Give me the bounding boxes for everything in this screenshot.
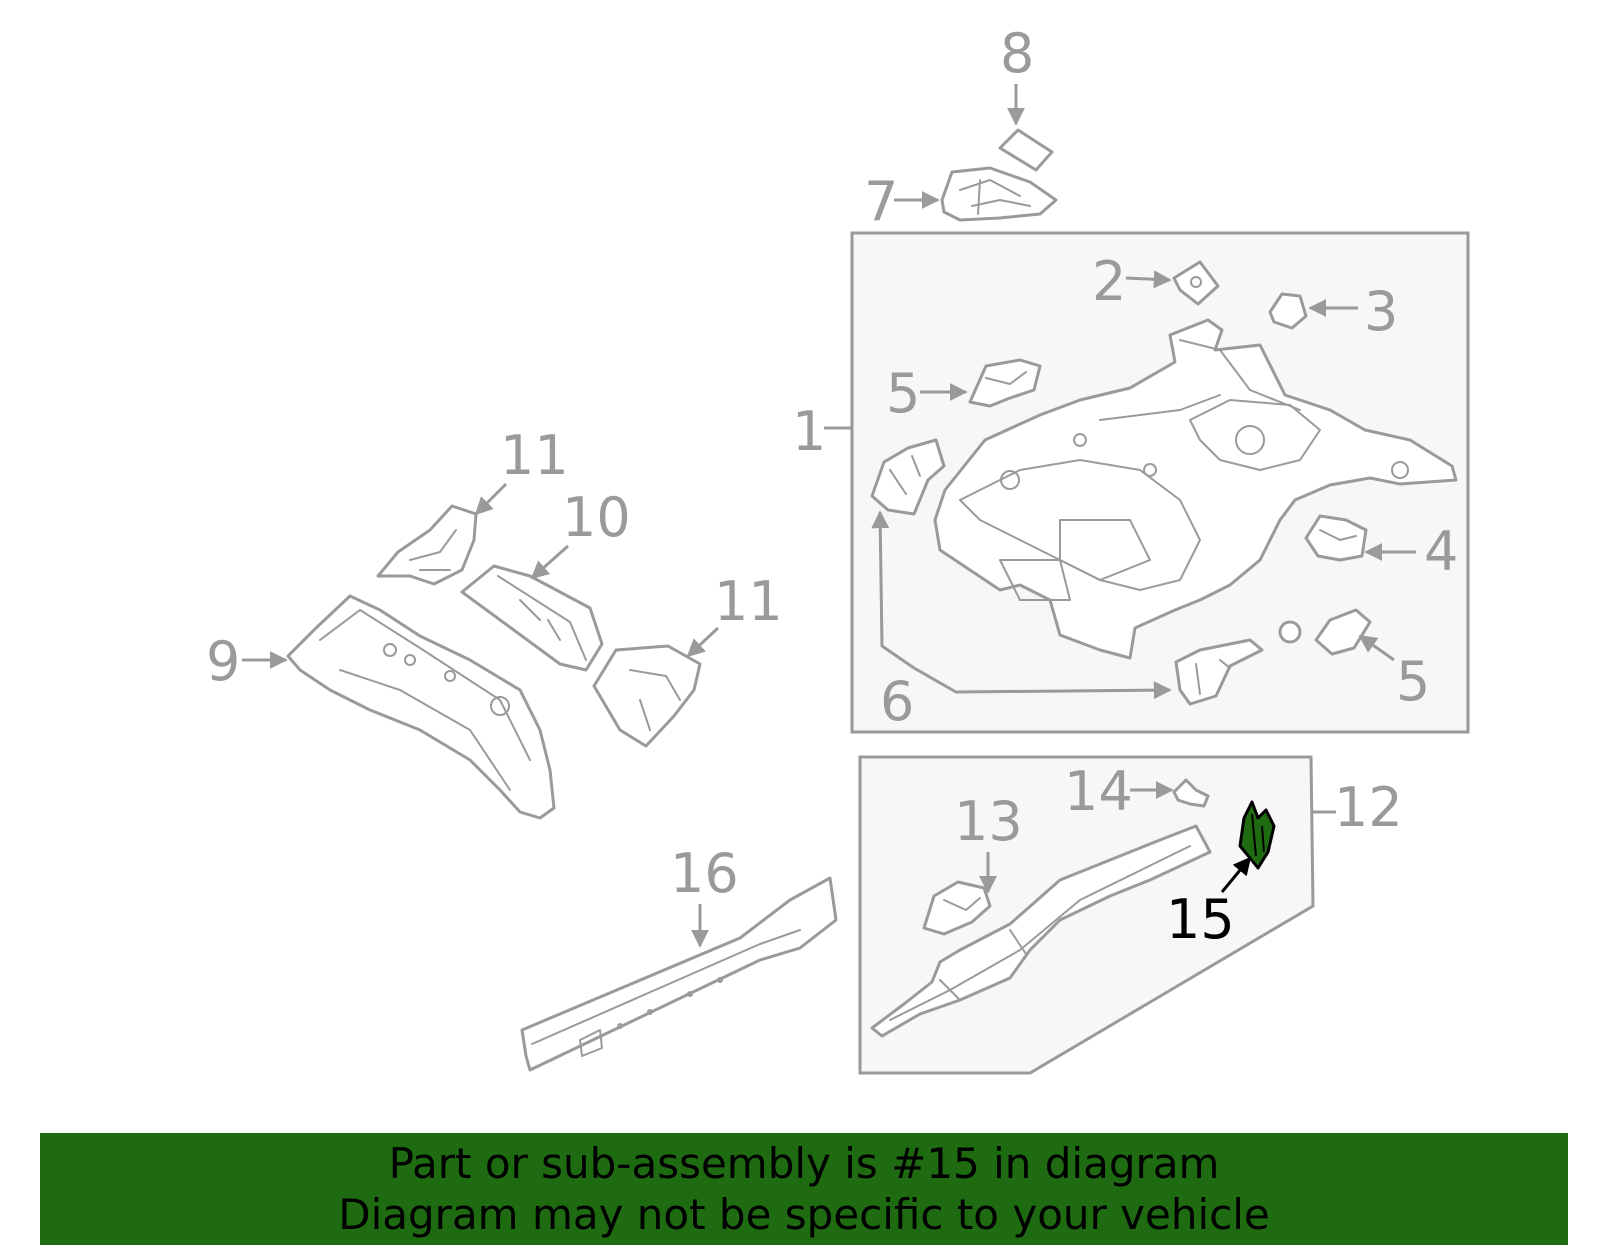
callout-10: 10 (562, 486, 631, 549)
part-13[interactable] (922, 880, 992, 936)
part-7[interactable] (940, 166, 1058, 222)
callout-5-lower: 5 (1396, 650, 1430, 713)
callout-2: 2 (1092, 250, 1126, 313)
part-6-right[interactable] (1174, 638, 1264, 706)
callout-13: 13 (954, 790, 1023, 853)
callout-6: 6 (880, 670, 914, 733)
callout-5-upper: 5 (886, 362, 920, 425)
part-1-floor-pan[interactable] (933, 318, 1458, 660)
callout-7: 7 (864, 170, 898, 233)
callout-8: 8 (1000, 22, 1034, 85)
banner-line-2: Diagram may not be specific to your vehi… (338, 1190, 1270, 1239)
part-10[interactable] (460, 564, 604, 672)
part-3[interactable] (1268, 292, 1308, 330)
part-14[interactable] (1172, 778, 1210, 808)
callout-11-right: 11 (714, 570, 783, 633)
part-11-left[interactable] (376, 504, 478, 586)
callout-4: 4 (1424, 520, 1458, 583)
callout-9: 9 (206, 630, 240, 693)
part-6-left[interactable] (870, 438, 946, 516)
part-16[interactable] (520, 876, 838, 1072)
part-5-upper[interactable] (968, 358, 1042, 408)
part-9[interactable] (286, 594, 556, 820)
leader-lines (242, 84, 1416, 948)
part-2[interactable] (1172, 260, 1220, 306)
callout-11-left: 11 (500, 424, 569, 487)
part-11-right[interactable] (592, 644, 702, 748)
callout-16: 16 (670, 842, 739, 905)
callout-15: 15 (1166, 888, 1235, 951)
callout-12: 12 (1334, 776, 1403, 839)
info-banner: Part or sub-assembly is #15 in diagram D… (40, 1133, 1568, 1245)
part-8[interactable] (998, 128, 1054, 172)
part-5-lower[interactable] (1278, 608, 1372, 656)
callout-3: 3 (1364, 280, 1398, 343)
callout-labels: 8 7 2 3 5 1 4 5 6 11 10 11 9 12 13 14 15… (206, 22, 1458, 951)
banner-line-1: Part or sub-assembly is #15 in diagram (388, 1139, 1220, 1188)
part-15-highlighted[interactable] (1238, 800, 1276, 870)
callout-14: 14 (1064, 760, 1133, 823)
part-12-rail[interactable] (870, 824, 1212, 1038)
part-4[interactable] (1304, 514, 1368, 562)
callout-1: 1 (792, 400, 826, 463)
